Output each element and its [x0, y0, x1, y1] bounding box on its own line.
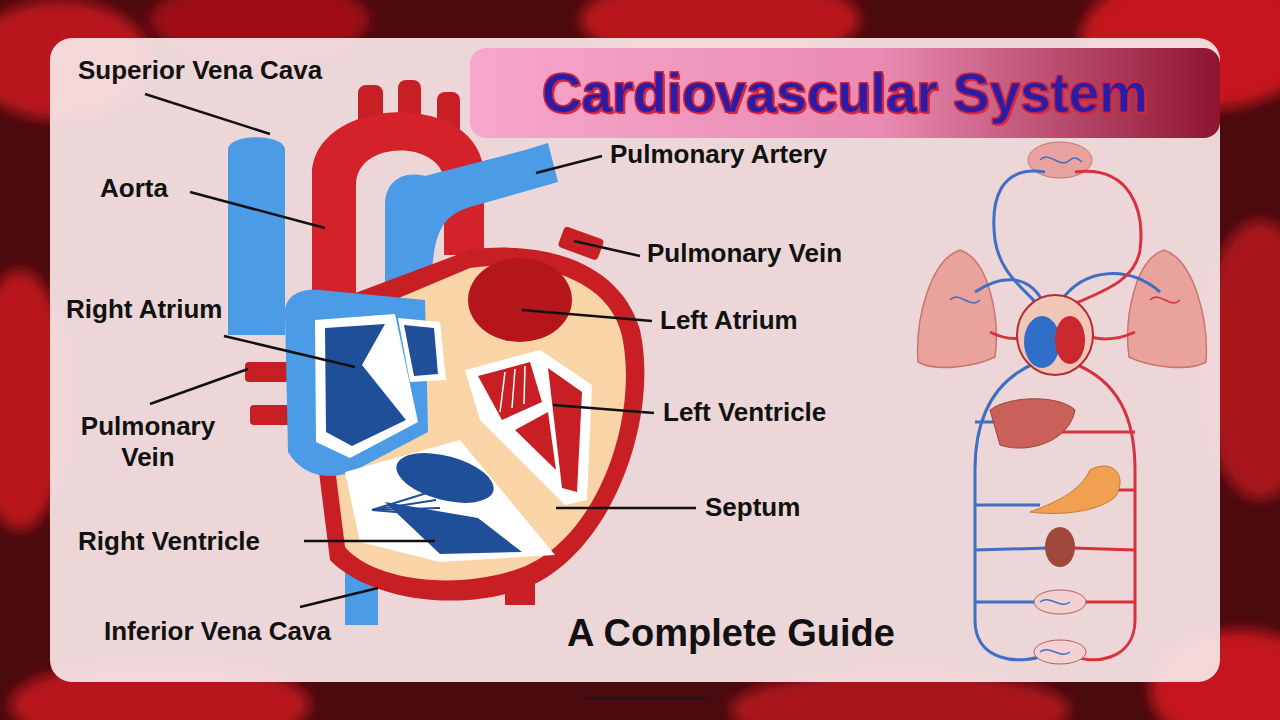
- part-label: Right Atrium: [66, 294, 222, 325]
- chordae: [500, 366, 525, 412]
- small-heart-right: [1024, 316, 1060, 368]
- diagram-title: Cardiovascular System: [470, 63, 1220, 123]
- left-ventricle-muscle: [548, 368, 582, 492]
- capillary: [1040, 600, 1070, 605]
- left-ventricle-muscle: [515, 412, 556, 470]
- underline: [585, 697, 710, 700]
- leader-line: [553, 405, 654, 413]
- part-label: Right Ventricle: [78, 526, 260, 557]
- fibre: [512, 369, 515, 408]
- part-label: Pulmonary Vein: [63, 411, 233, 473]
- superior-vena-cava: [228, 137, 285, 335]
- capillary-bed: [1034, 640, 1086, 664]
- part-label: Pulmonary Artery: [610, 139, 827, 170]
- artery: [1072, 171, 1141, 305]
- fibre: [524, 366, 525, 404]
- part-label: Septum: [705, 492, 800, 523]
- title-band: [470, 48, 1220, 138]
- right-ventricle-chamber: [391, 444, 499, 512]
- fibre: [500, 372, 505, 412]
- leader-line: [556, 507, 696, 510]
- leader-line: [145, 94, 270, 134]
- left-atrium: [468, 258, 572, 342]
- capillary: [1040, 157, 1082, 163]
- caption: A Complete Guide: [567, 611, 895, 657]
- vein: [975, 504, 1040, 507]
- fibre: [372, 508, 440, 510]
- panel: [50, 38, 1220, 682]
- capillary-loops: [950, 157, 1180, 654]
- circulation-figure: [918, 142, 1207, 664]
- left-ventricle-cavity: [465, 350, 592, 505]
- leader-line: [224, 336, 355, 367]
- capillary: [1040, 650, 1070, 655]
- part-label: Pulmonary Vein: [647, 238, 842, 269]
- liver: [990, 399, 1075, 448]
- stomach: [1030, 466, 1120, 513]
- vein: [975, 548, 1048, 550]
- artery: [1072, 548, 1135, 550]
- part-label: Aorta: [100, 173, 168, 204]
- part-label: Inferior Vena Cava: [104, 616, 331, 647]
- lung: [1128, 250, 1207, 367]
- valve-chamber: [404, 325, 438, 376]
- left-ventricle-muscle: [478, 362, 542, 420]
- arteries: [990, 171, 1141, 660]
- kidney: [1045, 527, 1075, 567]
- right-atrium-wall: [285, 290, 428, 476]
- fibre: [372, 492, 430, 510]
- lung: [918, 250, 997, 367]
- small-heart: [1017, 295, 1093, 375]
- part-label: Left Ventricle: [663, 397, 826, 428]
- leader-line: [150, 369, 248, 404]
- part-label: Left Atrium: [660, 305, 798, 336]
- artery: [1078, 601, 1135, 604]
- capillary-bed: [1034, 590, 1086, 614]
- artery: [1060, 431, 1135, 434]
- right-atrium-chamber: [325, 324, 406, 446]
- papillary-fibres: [372, 492, 442, 516]
- fibre: [372, 510, 442, 516]
- leader-line: [574, 241, 640, 256]
- leader-line: [304, 540, 435, 543]
- leader-line: [536, 156, 602, 173]
- leader-line: [190, 192, 325, 228]
- valve-cavity: [398, 318, 446, 382]
- capillary: [1150, 297, 1180, 303]
- small-heart-left: [1055, 316, 1085, 364]
- leader-line: [522, 310, 652, 321]
- veins: [975, 171, 1160, 660]
- capillary: [950, 297, 980, 303]
- leader-line: [300, 588, 378, 607]
- part-label: Superior Vena Cava: [78, 55, 322, 86]
- vein: [994, 171, 1045, 305]
